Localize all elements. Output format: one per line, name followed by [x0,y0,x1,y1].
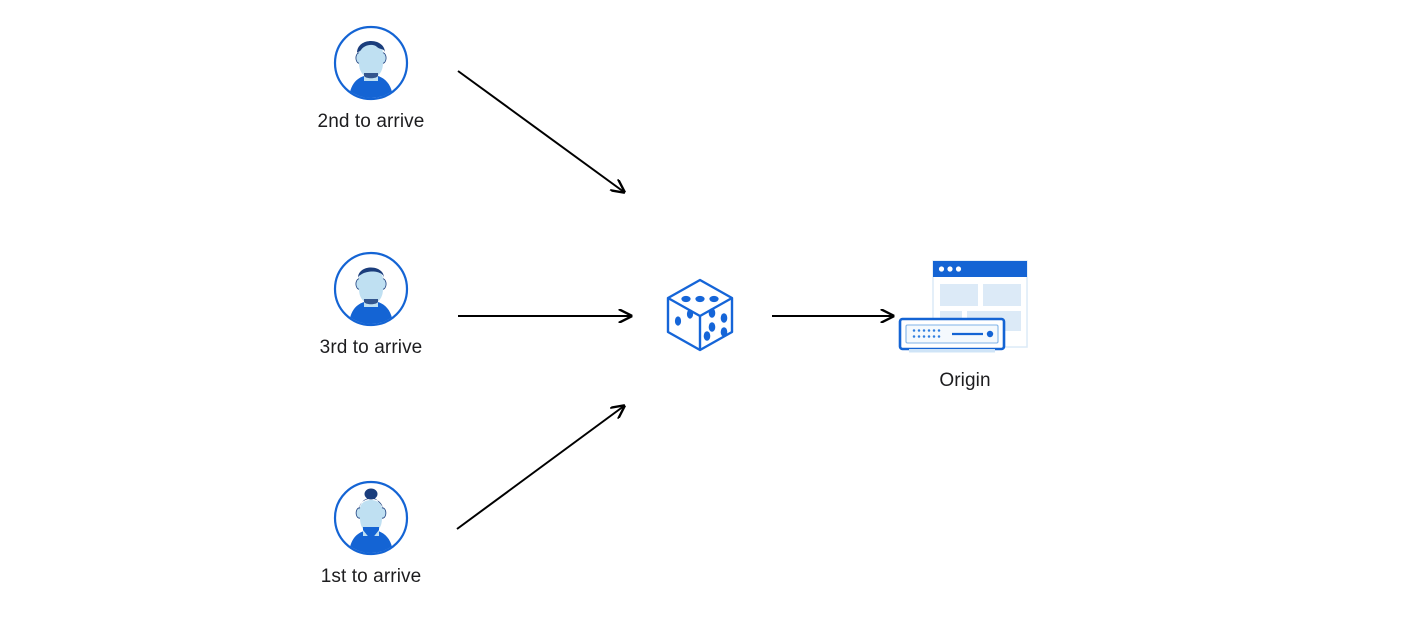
node-user-3rd[interactable]: 3rd to arrive [295,251,447,359]
arrow-2nd-to-dice [457,70,624,192]
node-origin[interactable]: Origin [895,258,1035,392]
node-label-user-1st: 1st to arrive [320,566,422,587]
node-user-2nd[interactable]: 2nd to arrive [295,25,447,133]
arrow-1st-to-dice [456,406,624,530]
node-user-1st[interactable]: 1st to arrive [295,480,447,588]
origin-server-icon [895,258,1035,362]
node-label-user-2nd: 2nd to arrive [317,111,425,132]
dice-icon [654,269,746,361]
node-label-user-3rd: 3rd to arrive [319,337,423,358]
node-label-origin: Origin [939,370,991,391]
user-avatar-icon [333,25,409,101]
node-dice[interactable] [654,269,746,361]
user-avatar-icon [333,251,409,327]
user-avatar-icon [333,480,409,556]
